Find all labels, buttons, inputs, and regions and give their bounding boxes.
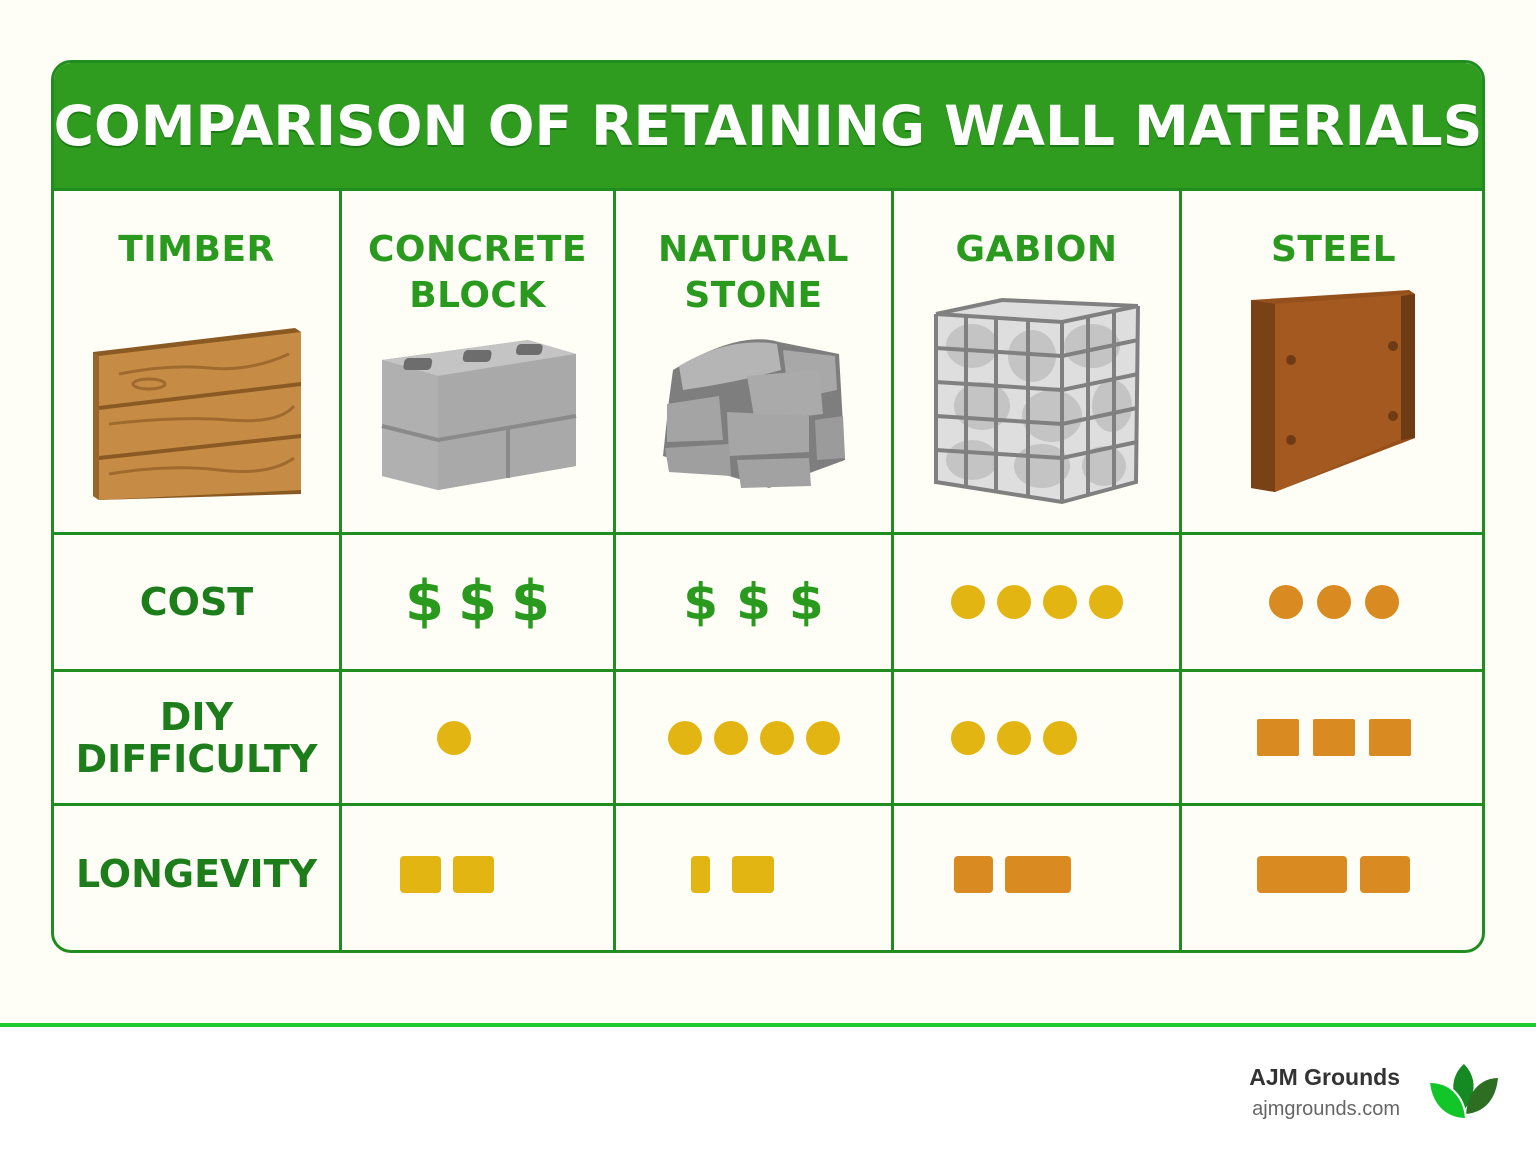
- comparison-card: COMPARISON OF RETAINING WALL MATERIALS T…: [51, 60, 1485, 953]
- rating-dot-icon: [1364, 585, 1399, 619]
- rating-square-icon: [1256, 719, 1299, 756]
- cost-concrete-block: $ $ $: [342, 535, 613, 669]
- rating-dot-icon: [1043, 720, 1077, 755]
- gabion-cage-icon: [932, 296, 1142, 510]
- material-name: GABION: [955, 229, 1118, 270]
- concrete-block-icon: [378, 340, 578, 494]
- row-label-text: DIY: [159, 694, 234, 739]
- dollar-icon: $: [510, 569, 550, 634]
- longevity-concrete-block: [342, 806, 613, 950]
- footer: [0, 1027, 1536, 1154]
- rating-dot-icon: [950, 585, 985, 619]
- diy-rating: [951, 720, 1077, 755]
- rating-dot-icon: [805, 720, 840, 755]
- rating-dot-icon: [1088, 585, 1123, 619]
- leaf-logo-icon: [1428, 1062, 1500, 1124]
- rating-bar-icon: [954, 855, 993, 893]
- rating-bar-icon: [1005, 855, 1071, 893]
- cost-rating: $ $ $: [683, 572, 823, 632]
- material-gabion: GABION: [894, 191, 1179, 532]
- grid-divider: [54, 532, 1482, 535]
- diy-rating: [1256, 719, 1411, 756]
- rating-square-icon: [1312, 719, 1355, 756]
- grid-divider: [613, 188, 616, 950]
- diy-gabion: [894, 672, 1179, 803]
- rating-dot-icon: [1316, 585, 1351, 619]
- rating-bar-icon: [1257, 855, 1347, 893]
- page-title: COMPARISON OF RETAINING WALL MATERIALS: [53, 93, 1483, 158]
- diy-natural-stone: [616, 672, 891, 803]
- grid-divider: [54, 803, 1482, 806]
- row-label-text: COST: [139, 580, 254, 624]
- dollar-icon: $: [458, 569, 497, 634]
- brand-name: AJM Grounds: [1249, 1064, 1400, 1090]
- longevity-steel: [1182, 806, 1482, 950]
- cost-gabion: [894, 535, 1179, 669]
- row-label-longevity: LONGEVITY: [54, 806, 339, 950]
- longevity-rating: [954, 855, 1071, 893]
- cost-rating: [950, 585, 1123, 619]
- cost-rating: $ $ $: [405, 572, 550, 632]
- rating-square-icon: [1368, 719, 1411, 756]
- material-name: NATURAL: [657, 229, 849, 270]
- dollar-icon: $: [405, 569, 445, 634]
- row-label-cost: COST: [54, 535, 339, 669]
- timber-planks-icon: [89, 324, 305, 508]
- rating-dot-icon: [951, 720, 985, 755]
- grid-divider: [1179, 188, 1182, 950]
- longevity-rating: [400, 855, 494, 893]
- rating-dot-icon: [996, 585, 1031, 619]
- steel-panel-icon: [1249, 288, 1419, 502]
- dollar-icon: $: [788, 573, 824, 631]
- rating-dot-icon: [759, 720, 794, 755]
- brand-url: ajmgrounds.com: [1252, 1098, 1400, 1120]
- material-steel: STEEL: [1182, 191, 1482, 532]
- rating-dot-icon: [1042, 585, 1077, 619]
- longevity-rating: [1257, 855, 1410, 893]
- card-header: COMPARISON OF RETAINING WALL MATERIALS: [54, 63, 1482, 191]
- dollar-icon: $: [683, 573, 719, 631]
- cost-rating: [1268, 585, 1399, 619]
- diy-concrete-block: [342, 672, 613, 803]
- rating-bar-icon: [453, 855, 494, 893]
- material-name: BLOCK: [409, 275, 546, 316]
- material-timber: TIMBER: [54, 191, 339, 532]
- row-label-diy-difficulty: DIY DIFFICULTY: [54, 672, 339, 803]
- material-natural-stone: NATURAL STONE: [616, 191, 891, 532]
- rating-dot-icon: [437, 720, 471, 755]
- rating-dot-icon: [713, 720, 748, 755]
- rating-dot-icon: [997, 720, 1031, 755]
- grid-divider: [339, 188, 342, 950]
- cost-natural-stone: $ $ $: [616, 535, 891, 669]
- diy-rating: [437, 720, 471, 755]
- rating-dot-icon: [667, 720, 702, 755]
- diy-rating: [667, 720, 840, 755]
- row-label-text: LONGEVITY: [75, 852, 318, 896]
- longevity-rating: [691, 855, 774, 893]
- cost-steel: [1182, 535, 1482, 669]
- material-name: CONCRETE: [367, 229, 588, 270]
- footer-divider: [0, 1023, 1536, 1027]
- rating-bar-icon: [400, 855, 441, 893]
- natural-stone-icon: [659, 330, 849, 494]
- material-name: STEEL: [1270, 229, 1397, 270]
- row-label-text: DIFFICULTY: [75, 736, 318, 781]
- grid-divider: [891, 188, 894, 950]
- material-name: STONE: [684, 275, 823, 316]
- diy-steel: [1182, 672, 1482, 803]
- rating-bar-icon: [691, 855, 710, 893]
- rating-bar-icon: [1360, 855, 1410, 893]
- material-name: TIMBER: [118, 229, 275, 270]
- longevity-natural-stone: [616, 806, 891, 950]
- rating-bar-icon: [732, 855, 774, 893]
- rating-dot-icon: [1268, 585, 1303, 619]
- dollar-icon: $: [736, 573, 771, 631]
- longevity-gabion: [894, 806, 1179, 950]
- grid-divider: [54, 669, 1482, 672]
- material-concrete-block: CONCRETE BLOCK: [342, 191, 613, 532]
